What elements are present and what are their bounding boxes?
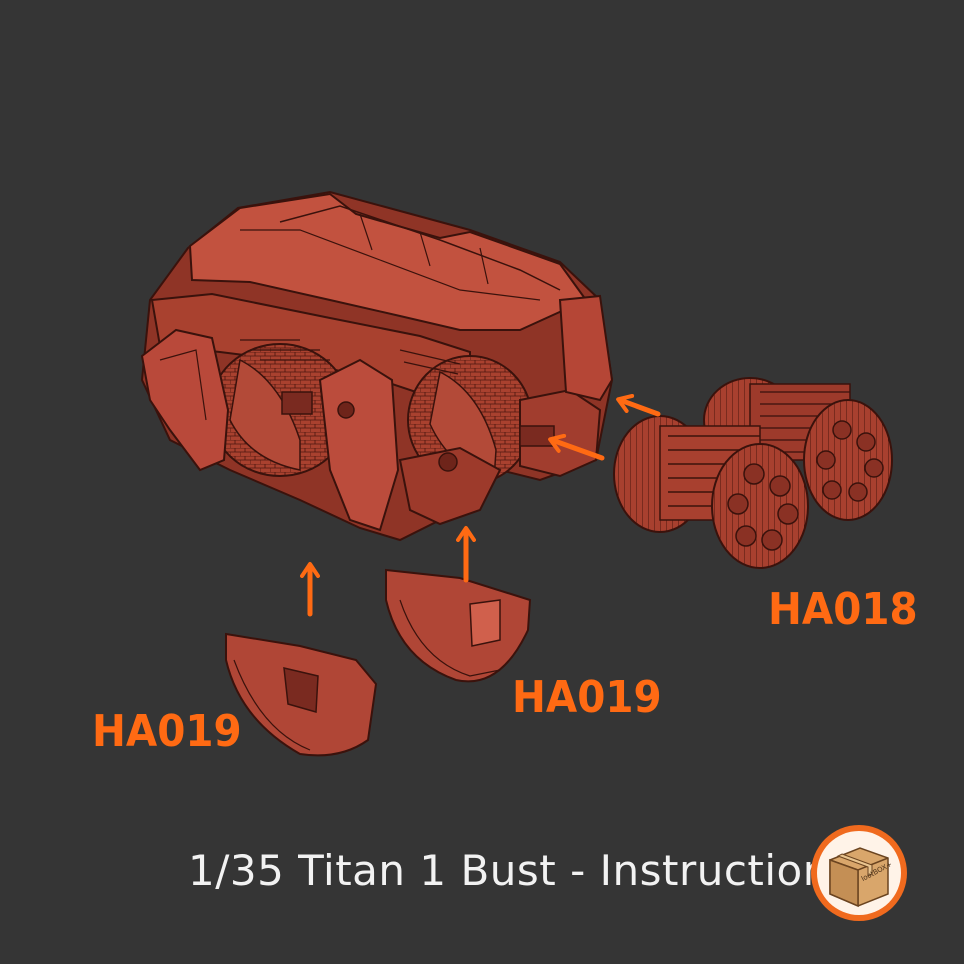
part-label-ha019-left: HA019	[92, 706, 242, 757]
assembly-arrows	[300, 393, 661, 617]
arrow-to-torso-lower	[548, 433, 605, 461]
gatling-pod-assembly	[613, 377, 893, 569]
titan-torso-assembly	[140, 190, 614, 542]
shield-part-left	[225, 632, 378, 757]
part-label-ha019-right: HA019	[512, 672, 662, 723]
part-label-ha018: HA018	[768, 584, 918, 635]
instruction-caption: 1/35 Titan 1 Bust - Instruction	[188, 846, 830, 895]
lootbox-box-icon	[811, 825, 907, 921]
shield-part-right	[385, 568, 532, 683]
arrow-to-torso-upper	[616, 393, 661, 417]
